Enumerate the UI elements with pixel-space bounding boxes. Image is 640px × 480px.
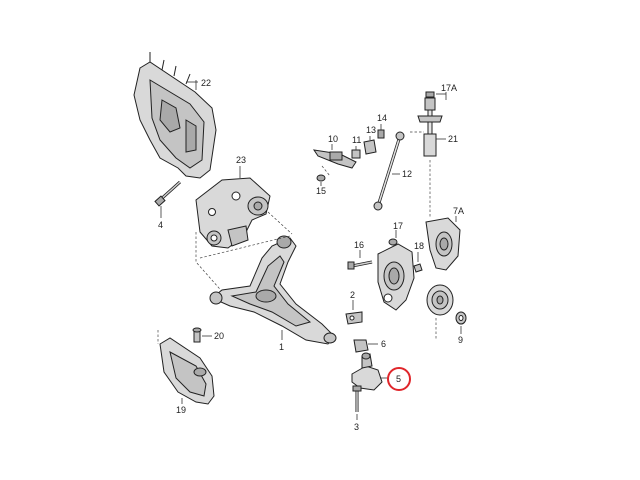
- guide-dash-15: [321, 165, 331, 177]
- label-3: 3: [354, 422, 359, 432]
- bolt-part-4[interactable]: [154, 180, 182, 207]
- label-20: 20: [214, 331, 224, 341]
- wheel-bearing-hub[interactable]: [426, 284, 454, 316]
- nut-part-17[interactable]: [388, 238, 398, 246]
- label-21: 21: [448, 134, 458, 144]
- label-15: 15: [316, 186, 326, 196]
- label-13: 13: [366, 125, 376, 135]
- label-7a: 7A: [453, 206, 464, 216]
- knuckle-part-7a[interactable]: [425, 217, 461, 271]
- label-1: 1: [279, 342, 284, 352]
- bracket-part-2[interactable]: [345, 311, 363, 325]
- label-17a: 17A: [441, 83, 457, 93]
- wheel-knuckle[interactable]: [377, 243, 415, 311]
- guide-dash-1: [195, 232, 227, 297]
- label-16: 16: [354, 240, 364, 250]
- label-11: 11: [352, 135, 361, 145]
- nut-part-15[interactable]: [316, 174, 326, 182]
- nut-part-9[interactable]: [455, 311, 467, 325]
- bolt-part-16[interactable]: [347, 260, 373, 270]
- label-18: 18: [414, 241, 424, 251]
- clamp-part-13[interactable]: [363, 139, 377, 155]
- label-17: 17: [393, 221, 403, 231]
- bushing-part-11[interactable]: [351, 149, 361, 159]
- control-arm-part-1[interactable]: [209, 235, 337, 345]
- label-6: 6: [381, 339, 386, 349]
- ball-joint-part-5[interactable]: [351, 352, 383, 391]
- label-23: 23: [236, 155, 246, 165]
- label-2: 2: [350, 290, 355, 300]
- highlight-circle: [387, 367, 411, 391]
- label-19: 19: [176, 405, 186, 415]
- stabilizer-part-10[interactable]: [312, 149, 357, 169]
- subframe-part-22[interactable]: [133, 52, 217, 179]
- strut-part-21[interactable]: [417, 97, 443, 157]
- nut-part-6[interactable]: [353, 339, 369, 353]
- label-10: 10: [328, 134, 338, 144]
- bolt-part-14[interactable]: [377, 129, 385, 139]
- guide-dash-3: [199, 235, 291, 259]
- label-4: 4: [158, 220, 163, 230]
- label-9: 9: [458, 335, 463, 345]
- bolt-part-3[interactable]: [352, 385, 362, 412]
- label-5: 5: [396, 374, 401, 384]
- clip-part-20[interactable]: [192, 327, 202, 343]
- nut-part-18[interactable]: [413, 263, 423, 273]
- bracket-part-23[interactable]: [195, 177, 271, 249]
- label-14: 14: [377, 113, 387, 123]
- nut-part-17a[interactable]: [425, 91, 435, 98]
- splash-shield-part-19[interactable]: [159, 337, 215, 405]
- link-part-12[interactable]: [373, 131, 405, 211]
- label-12: 12: [402, 169, 412, 179]
- guide-dash-2: [267, 211, 293, 235]
- label-22: 22: [201, 78, 211, 88]
